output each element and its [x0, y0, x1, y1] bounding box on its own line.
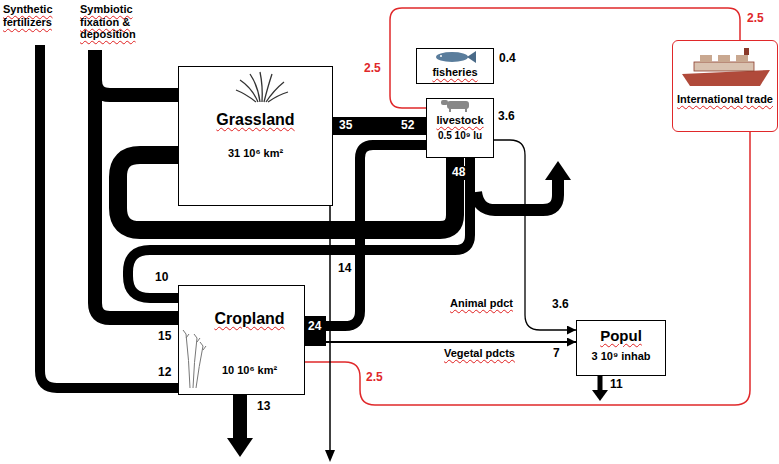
edge-label: 2.5 [364, 62, 381, 76]
fisheries-box: fisheries [416, 48, 494, 84]
node-title: Grassland [216, 111, 294, 129]
flow-value: 11 [610, 378, 623, 392]
node-detail: 31 10⁶ km² [228, 147, 283, 160]
grass-icon [236, 72, 288, 102]
edge-label: 14 [338, 262, 351, 276]
input-label: Symbiotic fixation & deposition [80, 3, 148, 41]
input-band [40, 45, 178, 388]
flow-band [118, 155, 455, 230]
flow-value: 3.6 [552, 298, 569, 312]
livestock-box: livestock 0.5 10⁹ lu [426, 98, 494, 158]
cropland-box: Cropland 10 10⁶ km² [178, 285, 305, 395]
edge-label: 2.5 [366, 371, 383, 385]
edge-label: 35 [338, 119, 353, 133]
flow-value: 2.5 [747, 12, 764, 26]
ship-icon [682, 48, 770, 86]
outflow-stub [305, 316, 326, 346]
node-title: fisheries [432, 66, 477, 79]
trade-box: International trade [672, 40, 778, 132]
wheat-icon [183, 330, 206, 388]
fish-icon [436, 51, 476, 63]
node-detail: 3 10⁹ inhab [591, 350, 650, 363]
arrow-head [227, 438, 253, 457]
flow-value: 48 [451, 166, 466, 180]
flow-band [128, 158, 470, 298]
trade-line [305, 132, 750, 405]
node-title: International trade [677, 93, 773, 106]
node-title: Popul [600, 327, 642, 344]
loss-arrow [233, 395, 247, 439]
input-label: Synthetic fertilizers [3, 3, 73, 28]
node-title: Cropland [214, 310, 284, 328]
flow-value: 24 [307, 320, 322, 334]
edge-label: Vegetal pdcts [444, 347, 515, 360]
arrow-head [545, 161, 571, 180]
flow-value: 13 [257, 400, 270, 414]
flow-value: 52 [400, 119, 415, 133]
node-title: livestock [436, 114, 483, 127]
loss-line [329, 206, 331, 451]
arrow-head [325, 450, 335, 462]
grassland-box: Grassland 31 10⁶ km² [178, 66, 333, 206]
loss-arrow [476, 179, 558, 210]
input-band [95, 50, 178, 318]
flow-value: 12 [158, 366, 171, 380]
node-detail: 0.5 10⁹ lu [438, 130, 482, 142]
flow-value: 0.4 [499, 52, 516, 66]
loss-arrow [598, 376, 603, 391]
edge-label: 10 [155, 271, 168, 285]
population-box: Popul 3 10⁹ inhab [576, 320, 666, 376]
arrow-head [592, 390, 608, 401]
flow-value: 7 [553, 347, 560, 361]
cow-icon [441, 100, 469, 112]
node-detail: 10 10⁶ km² [222, 364, 277, 377]
edge-label: Animal pdct [450, 297, 513, 310]
flow-value: 15 [158, 330, 171, 344]
input-band [95, 72, 178, 95]
flow-line [305, 341, 576, 343]
flow-band [333, 117, 426, 135]
flow-value: 3.6 [498, 110, 515, 124]
